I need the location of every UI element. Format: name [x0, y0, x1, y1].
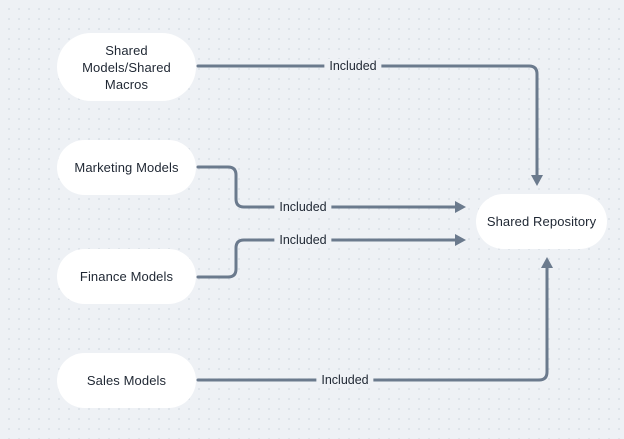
edge-shared-models: [196, 64, 539, 177]
node-shared-repository[interactable]: Shared Repository: [476, 194, 607, 249]
node-finance-models-label: Finance Models: [79, 269, 174, 284]
node-shared-models-line1: Shared: [105, 42, 148, 58]
edge-shared-models-arrowhead: [531, 175, 543, 186]
edge-sales-models-arrowhead: [541, 257, 553, 268]
edge-marketing-models: [196, 165, 457, 209]
edge-marketing-models-arrowhead: [455, 201, 466, 213]
node-sales-models-label: Sales Models: [86, 373, 167, 388]
node-shared-models[interactable]: Shared Models/Shared Macros: [57, 33, 196, 101]
edge-label-finance-models: Included: [274, 233, 332, 247]
node-shared-models-label: Shared Models/Shared Macros: [82, 42, 171, 93]
node-finance-models[interactable]: Finance Models: [57, 249, 196, 304]
node-sales-models[interactable]: Sales Models: [57, 353, 196, 408]
edge-label-sales-models: Included: [316, 373, 374, 387]
node-shared-models-line3: Macros: [104, 76, 149, 92]
node-shared-models-line2: Models/Shared: [82, 59, 171, 75]
node-shared-repository-label: Shared Repository: [486, 214, 597, 229]
edge-label-shared-models: Included: [324, 59, 382, 73]
edge-finance-models: [196, 238, 457, 279]
node-marketing-models[interactable]: Marketing Models: [57, 140, 196, 195]
edge-label-marketing-models: Included: [274, 200, 332, 214]
node-marketing-models-label: Marketing Models: [74, 160, 179, 175]
edge-sales-models: [196, 266, 549, 382]
edge-finance-models-arrowhead: [455, 234, 466, 246]
